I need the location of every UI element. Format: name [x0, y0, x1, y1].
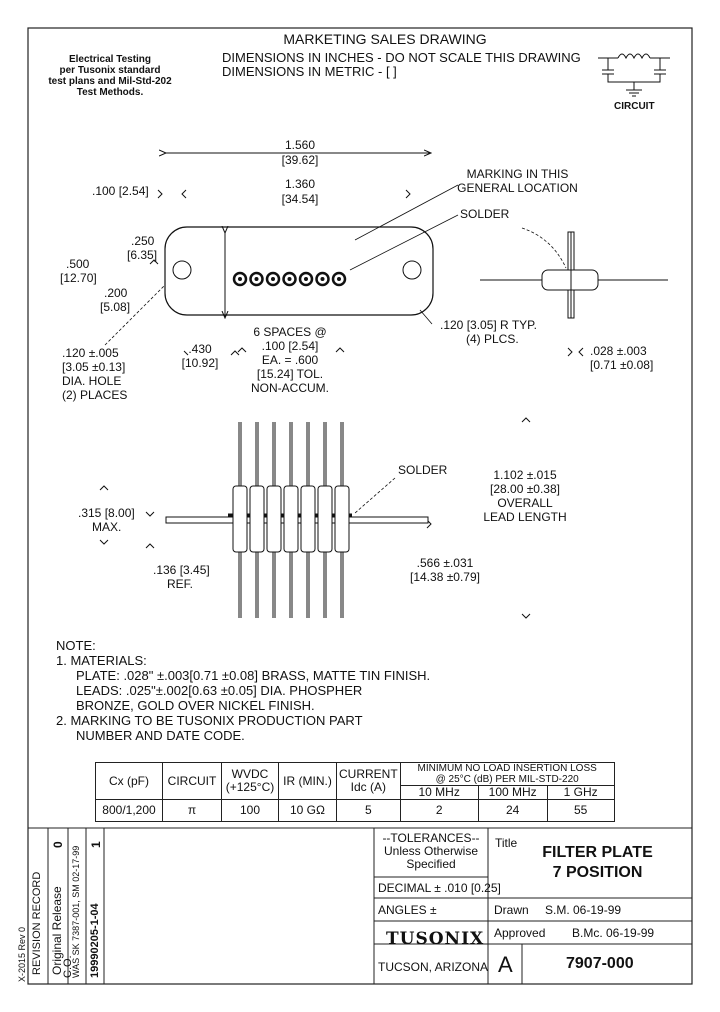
angle-tolerance: ANGLES ± — [378, 903, 437, 917]
approved-label: Approved — [494, 926, 546, 940]
dim-pin-spacing: 6 SPACES @.100 [2.54]EA. = .600[15.24] T… — [251, 325, 329, 395]
dim-200: .200 — [104, 286, 128, 300]
company-logo: TUSONIX — [386, 929, 485, 949]
dim-136: .136 [3.45] — [153, 563, 210, 577]
drawing-type-title: MARKETING SALES DRAWING — [283, 31, 487, 47]
feedthrough-lead — [283, 422, 299, 618]
ecn-number: 19990205-1-04 — [89, 903, 101, 978]
plate-outline — [164, 226, 434, 316]
dim-500-mm: [12.70] — [60, 271, 97, 285]
feedthrough-side-view — [480, 231, 668, 319]
metric-note: DIMENSIONS IN METRIC - [ ] — [222, 64, 397, 79]
rev0-number: 0 — [51, 841, 65, 848]
form-number: X-2015 Rev 0 — [17, 926, 27, 982]
drawn-value: S.M. 06-19-99 — [545, 903, 622, 917]
sheet-border — [27, 27, 693, 985]
mount-hole-left — [172, 260, 192, 280]
dim-136-ref: REF. — [167, 577, 194, 591]
pin-row — [232, 271, 347, 287]
pin-center — [238, 277, 242, 281]
dim-315-max: MAX. — [92, 520, 122, 534]
approved-value: B.Mc. 06-19-99 — [572, 926, 655, 940]
feedthrough-lead — [249, 422, 265, 618]
dim-430: .430[10.92] — [181, 342, 219, 370]
drawn-label: Drawn — [494, 903, 529, 917]
spec-table: Cx (pF) CIRCUIT WVDC(+125°C) IR (MIN.) C… — [95, 762, 615, 822]
pin-center — [304, 277, 308, 281]
dim-500: .500 — [66, 257, 90, 271]
dim-overall-length-mm: [39.62] — [281, 153, 319, 167]
was-note: WAS SK 7387-001, SM 02-17-99 — [71, 845, 81, 978]
circuit-label: CIRCUIT — [614, 101, 655, 112]
mount-hole-right — [402, 260, 422, 280]
solder-label-side: SOLDER — [398, 463, 448, 477]
dim-hole-span: 1.360 — [284, 177, 316, 191]
solder-label-top: SOLDER — [460, 207, 510, 221]
revision-record: REVISION RECORD — [31, 871, 43, 975]
dim-hole-span-mm: [34.54] — [281, 192, 319, 206]
circuit-symbol — [598, 53, 670, 97]
rev1-number: 1 — [89, 841, 103, 848]
dim-250: .250 — [131, 234, 155, 248]
leader-lines — [104, 184, 567, 514]
dim-edge: .100 [2.54] — [92, 184, 149, 198]
dim-radius: .120 [3.05] R TYP.(4) PLCS. — [440, 318, 537, 346]
decimal-tolerance: DECIMAL ± .010 [0.25] — [378, 881, 501, 895]
company-location: TUCSON, ARIZONA — [378, 960, 489, 974]
dim-hole: .120 ±.005[3.05 ±0.13]DIA. HOLE(2) PLACE… — [62, 346, 128, 402]
dim-overall-length: 1.560 — [284, 138, 316, 152]
dim-566: .566 ±.031[14.38 ±0.79] — [410, 556, 480, 584]
title-label: Title — [495, 836, 518, 850]
dim-200-mm: [5.08] — [100, 300, 131, 314]
feedthrough-lead — [334, 422, 350, 618]
dim-315: .315 [8.00] — [78, 506, 135, 520]
pin-center — [287, 277, 292, 281]
lead-array — [232, 422, 350, 618]
units-note: DIMENSIONS IN INCHES - DO NOT SCALE THIS… — [222, 50, 581, 65]
feedthrough-lead — [232, 422, 248, 618]
dim-thickness: .028 ±.003[0.71 ±0.08] — [590, 344, 654, 372]
pin-center — [337, 277, 341, 281]
dim-250-mm: [6.35] — [127, 248, 158, 262]
drawing-size: A — [498, 952, 513, 977]
pin-center — [320, 277, 325, 281]
part-number: 7907-000 — [566, 955, 634, 972]
pin-center — [271, 277, 275, 281]
feedthrough-lead — [317, 422, 333, 618]
notes: NOTE: 1. MATERIALS: PLATE: .028" ±.003[0… — [56, 638, 431, 743]
feedthrough-lead — [300, 422, 316, 618]
pin-center — [254, 277, 259, 281]
feedthrough-lead — [266, 422, 282, 618]
